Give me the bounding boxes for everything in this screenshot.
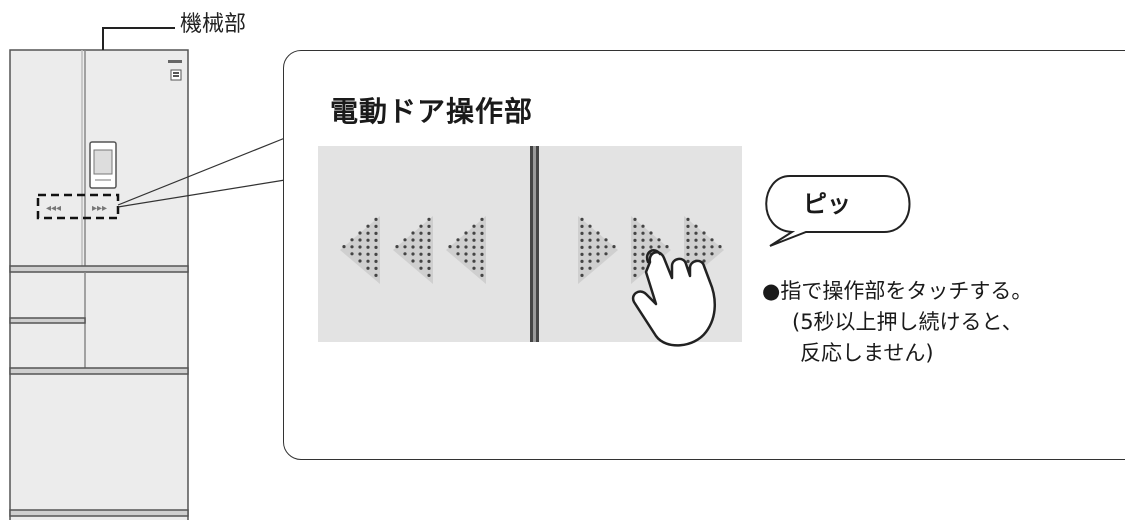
speech-bubble-icon — [765, 175, 911, 247]
panel-title: 電動ドア操作部 — [330, 95, 534, 128]
separator-3 — [9, 367, 189, 375]
callout-line-top — [117, 137, 286, 206]
sound-label: ピッ — [803, 190, 851, 218]
separator-2 — [9, 317, 86, 324]
mechanism-leader — [102, 27, 175, 50]
separator-1 — [9, 265, 189, 273]
instruction-line-3: 反応しません) — [800, 341, 934, 365]
separator-4 — [9, 509, 189, 517]
refrigerator — [9, 49, 189, 520]
brand-logo — [168, 60, 182, 81]
left-arrow-3 — [446, 216, 486, 284]
control-display — [89, 141, 117, 189]
instruction-text: ●指で操作部をタッチする。 (5秒以上押し続けると、 反応しません) — [762, 276, 1122, 369]
svg-text:◂◂◂: ◂◂◂ — [46, 203, 61, 214]
svg-text:▸▸▸: ▸▸▸ — [92, 203, 107, 214]
left-arrow-1 — [340, 216, 380, 284]
instruction-line-1: ●指で操作部をタッチする。 — [762, 279, 1033, 303]
callout-line-bottom — [117, 179, 286, 208]
right-arrow-1 — [578, 216, 618, 284]
hand-touch-icon — [631, 249, 716, 347]
fridge-body — [9, 49, 189, 520]
mechanism-label: 機械部 — [180, 12, 247, 37]
left-arrow-2 — [393, 216, 433, 284]
left-arrows-icon — [340, 216, 486, 284]
instruction-line-2: (5秒以上押し続けると、 — [792, 310, 1023, 334]
